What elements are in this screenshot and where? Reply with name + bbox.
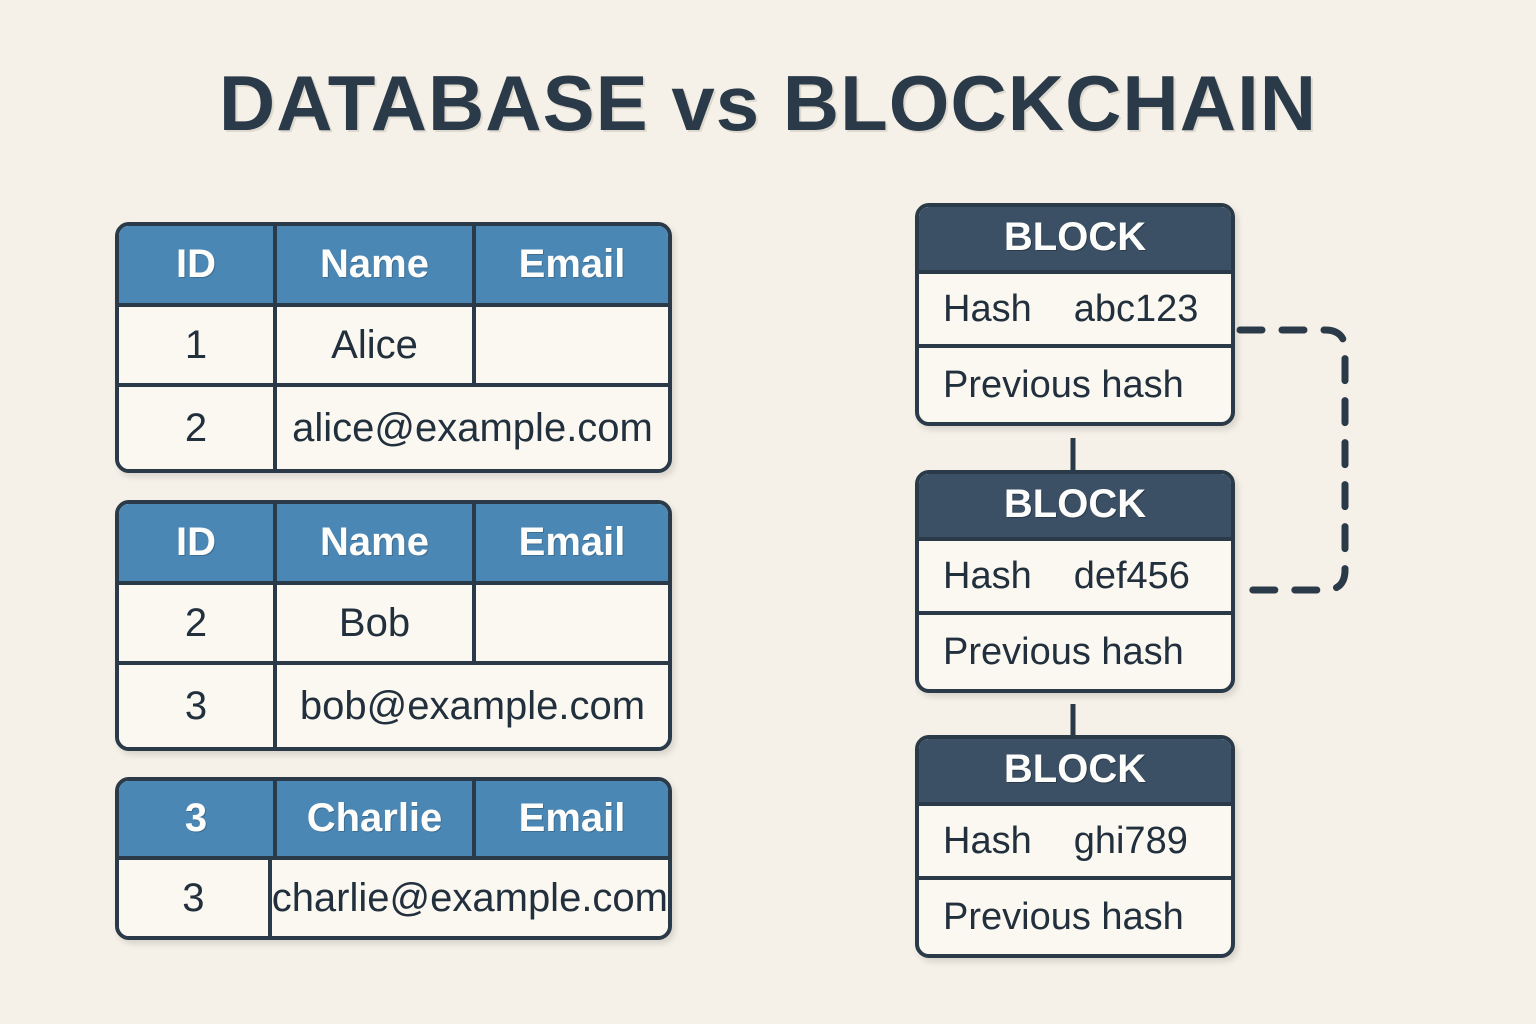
table-header-cell-email: Email: [518, 242, 626, 286]
table-header-cell-email: Email: [518, 796, 626, 840]
table-cell-id: 2: [119, 387, 277, 469]
table-cell-id: 3: [119, 860, 272, 936]
block-hash-value: ghi789: [1073, 819, 1188, 862]
table-header-cell-email: Email: [518, 520, 626, 564]
database-table: 3 Charlie Email 3 charlie@example.com: [115, 777, 672, 940]
table-cell-id: 3: [119, 665, 277, 747]
table-header-row: 3 Charlie Email: [119, 781, 668, 860]
table-cell-name: Alice: [277, 307, 476, 383]
block-prev-hash-row: Previous hash: [943, 630, 1184, 673]
table-row: 3 charlie@example.com: [119, 860, 668, 936]
block-hash-label: Hash: [943, 554, 1032, 597]
table-row: 3 bob@example.com: [119, 665, 668, 747]
block-hash-value: def456: [1073, 554, 1190, 597]
table-header-cell-id: ID: [119, 226, 277, 303]
table-header-row: ID Name Email: [119, 504, 668, 585]
block-hash-value: abc123: [1073, 287, 1199, 330]
table-cell-id: 2: [119, 585, 277, 661]
table-header-cell-name: Name: [277, 226, 476, 303]
table-cell-email: [476, 307, 668, 383]
block-hash-label: Hash: [943, 819, 1032, 862]
block-hash-label: Hash: [943, 287, 1032, 330]
block-title: BLOCK: [919, 474, 1231, 541]
block-title: BLOCK: [919, 739, 1231, 806]
table-cell-id: 1: [119, 307, 277, 383]
block-hash-row: Hash def456: [919, 541, 1231, 615]
table-cell-name: Bob: [277, 585, 476, 661]
page-title: DATABASE vs BLOCKCHAIN: [218, 59, 1318, 147]
table-cell-email: alice@example.com: [292, 405, 653, 450]
table-row: 2 alice@example.com: [119, 387, 668, 469]
blockchain-block: BLOCK Hash def456 Previous hash: [915, 470, 1235, 693]
table-cell-email: [476, 585, 668, 661]
table-cell-email: charlie@example.com: [271, 875, 668, 920]
hash-chain-dashed-link: [1236, 326, 1349, 594]
block-prev-hash-row: Previous hash: [943, 895, 1184, 938]
table-cell-email: bob@example.com: [299, 683, 646, 728]
table-row: 1 Alice: [119, 307, 668, 387]
block-hash-row: Hash ghi789: [919, 806, 1231, 880]
block-title: BLOCK: [919, 207, 1231, 274]
table-header-cell-id: 3: [119, 781, 277, 856]
table-header-cell-id: ID: [119, 504, 277, 581]
blockchain-block: BLOCK Hash abc123 Previous hash: [915, 203, 1235, 426]
block-prev-hash-row: Previous hash: [943, 363, 1184, 406]
block-hash-row: Hash abc123: [919, 274, 1231, 348]
table-header-cell-name: Charlie: [277, 781, 476, 856]
table-row: 2 Bob: [119, 585, 668, 665]
table-header-row: ID Name Email: [119, 226, 668, 307]
blockchain-block: BLOCK Hash ghi789 Previous hash: [915, 735, 1235, 958]
database-table: ID Name Email 2 Bob 3 bob@example.com: [115, 500, 672, 751]
database-table: ID Name Email 1 Alice 2 alice@example.co…: [115, 222, 672, 473]
table-header-cell-name: Name: [277, 504, 476, 581]
